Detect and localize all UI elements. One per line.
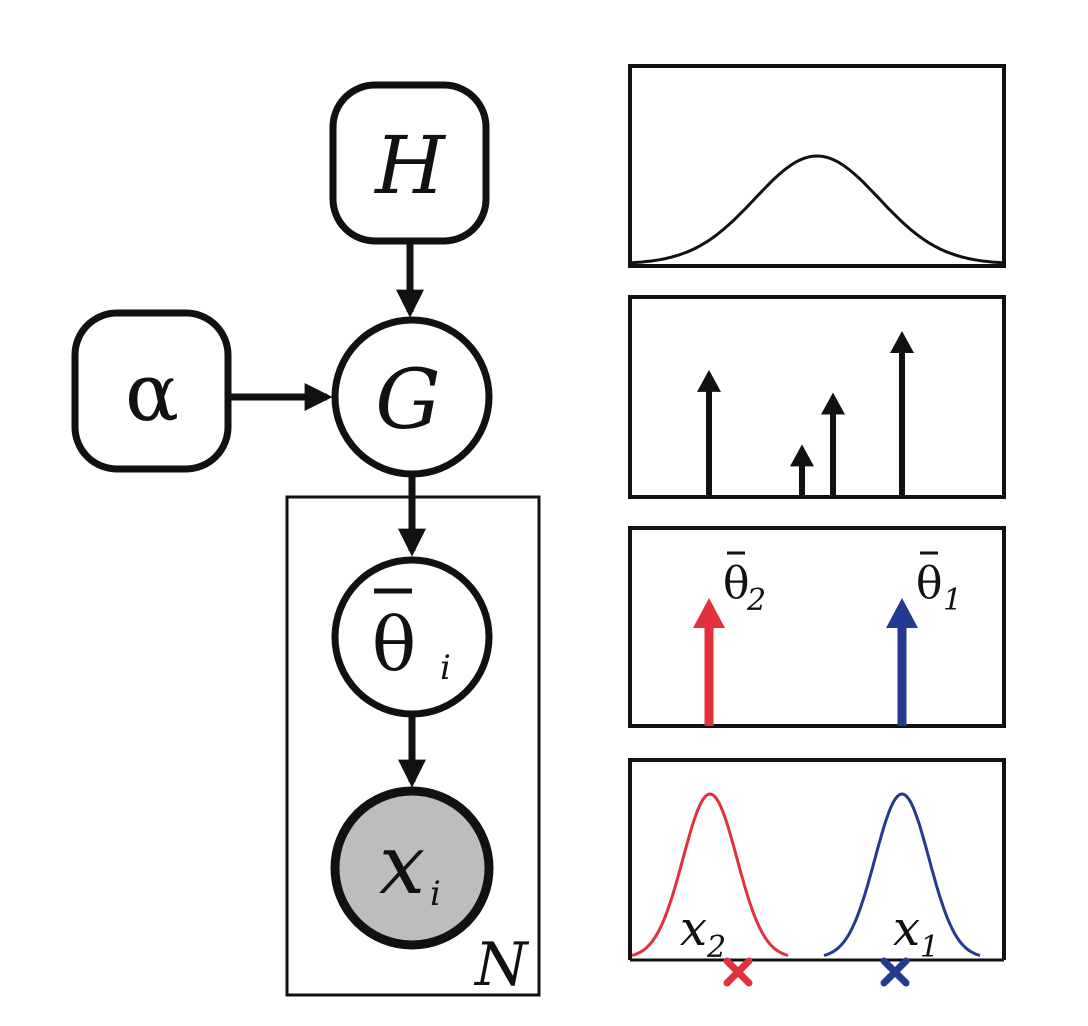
param-theta2-sub: 2 (746, 583, 766, 618)
lik-x1-label: x (893, 901, 920, 957)
base-density-curve (631, 154, 1003, 265)
node-alpha (71, 309, 232, 473)
node-x-sub: i (430, 874, 441, 914)
param-spike-theta1 (886, 598, 918, 726)
node-x-label: x (379, 818, 425, 913)
atom-spike (697, 369, 721, 495)
graphical-model: N H α G θ i x i (71, 81, 541, 1000)
lik-x2-label: x (680, 901, 707, 957)
node-theta (331, 556, 493, 718)
atom-spike (890, 331, 914, 495)
panels: θ 2 θ 1 x 2 x 1 (628, 64, 1006, 987)
atom-spike (821, 392, 845, 495)
plate-label: N (473, 930, 530, 1000)
node-G-label: G (375, 353, 441, 448)
panel-likelihoods (628, 758, 1006, 962)
likelihood-curve-x2 (631, 792, 789, 957)
node-theta-sub: i (440, 648, 451, 688)
observation-marker-x2 (723, 957, 753, 987)
node-alpha-label: α (125, 346, 179, 439)
panel-likelihoods-frame (628, 758, 1006, 960)
atom-spikes (697, 331, 914, 495)
observation-marker-x1 (880, 957, 910, 987)
node-G (331, 316, 493, 478)
atom-spike (790, 444, 814, 495)
node-theta-label: θ (372, 602, 417, 688)
param-spike-theta2 (693, 598, 725, 726)
param-theta2-label: θ (723, 558, 750, 609)
param-theta1-label: θ (916, 558, 943, 609)
panel-atoms (628, 295, 1006, 499)
lik-x1-sub: 1 (920, 930, 939, 965)
panel-params (628, 526, 1006, 728)
node-H (329, 81, 490, 245)
likelihood-curve-x1 (823, 792, 981, 957)
lik-x2-sub: 2 (706, 930, 726, 965)
panel-base (628, 64, 1006, 268)
node-H-label: H (373, 119, 447, 212)
node-x (330, 786, 494, 950)
param-theta1-sub: 1 (943, 583, 962, 618)
